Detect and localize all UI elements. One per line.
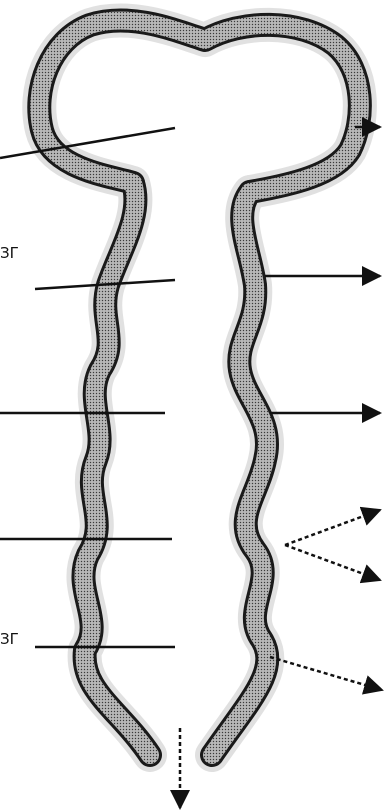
label-level-lower: ЗГ — [0, 630, 19, 648]
label-level-upper: ЗГ — [0, 244, 19, 262]
dotted-arrow-lower — [270, 657, 382, 690]
dotted-arrow-up — [285, 510, 380, 545]
dotted-arrow-down — [285, 545, 380, 580]
tract-wall — [39, 20, 360, 755]
